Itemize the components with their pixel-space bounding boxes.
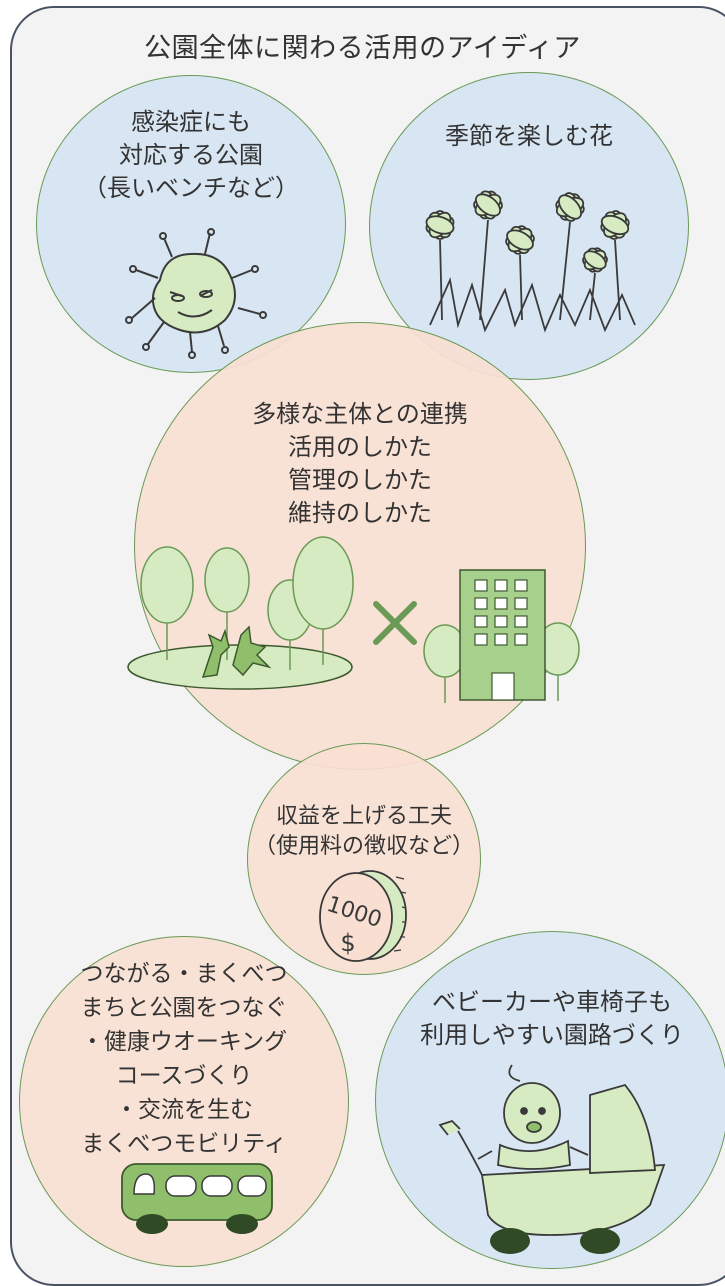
idea-line: （長いベンチなど） [83, 174, 299, 202]
idea-line: 感染症にも [131, 108, 251, 136]
idea-line: 季節を楽しむ花 [445, 122, 613, 150]
idea-line: 多様な主体との連携 [252, 400, 468, 428]
idea-line: 維持のしかた [288, 499, 432, 527]
cross-icon [370, 598, 420, 648]
idea-line: 管理のしかた [288, 466, 432, 494]
idea-text-revenue: 収益を上げる工夫 （使用料の徴収など） [247, 802, 481, 862]
idea-line: コースづくり [115, 1063, 253, 1089]
idea-line: ・健康ウオーキング [80, 1029, 288, 1055]
idea-line: ベビーカーや車椅子も [432, 988, 672, 1016]
idea-text-flowers: 季節を楽しむ花 [369, 120, 689, 153]
idea-line: まちと公園をつなぐ [80, 995, 288, 1021]
flowers-icon [425, 190, 636, 333]
idea-line: 収益を上げる工夫 [275, 804, 452, 829]
building-icon [423, 569, 580, 703]
idea-text-stroller: ベビーカーや車椅子も 利用しやすい園路づくり [375, 986, 725, 1052]
idea-line: 利用しやすい園路づくり [420, 1021, 684, 1049]
idea-line: ・交流を生む [115, 1097, 253, 1123]
page-title: 公園全体に関わる活用のアイディア [144, 33, 581, 64]
idea-circle-flowers [369, 72, 689, 380]
idea-text-collaboration: 多様な主体との連携 活用のしかた 管理のしかた 維持のしかた [134, 398, 586, 530]
idea-line: 対応する公園 [119, 141, 263, 169]
virus-icon [125, 228, 267, 359]
idea-line: つながる・まくべつ [80, 961, 288, 987]
idea-text-connect: つながる・まくべつ まちと公園をつなぐ ・健康ウオーキング コースづくり ・交流… [19, 957, 349, 1161]
idea-line: まくべつモビリティ [81, 1131, 287, 1157]
idea-line: （使用料の徴収など） [253, 834, 474, 859]
idea-text-infection: 感染症にも 対応する公園 （長いベンチなど） [36, 106, 346, 205]
idea-line: 活用のしかた [288, 433, 432, 461]
bus-icon [121, 1163, 273, 1234]
coin-symbol: $ [340, 929, 355, 957]
coin-icon: 1000 $ [319, 870, 407, 962]
park-trees-icon [127, 536, 354, 690]
stroller-icon [438, 1064, 666, 1254]
